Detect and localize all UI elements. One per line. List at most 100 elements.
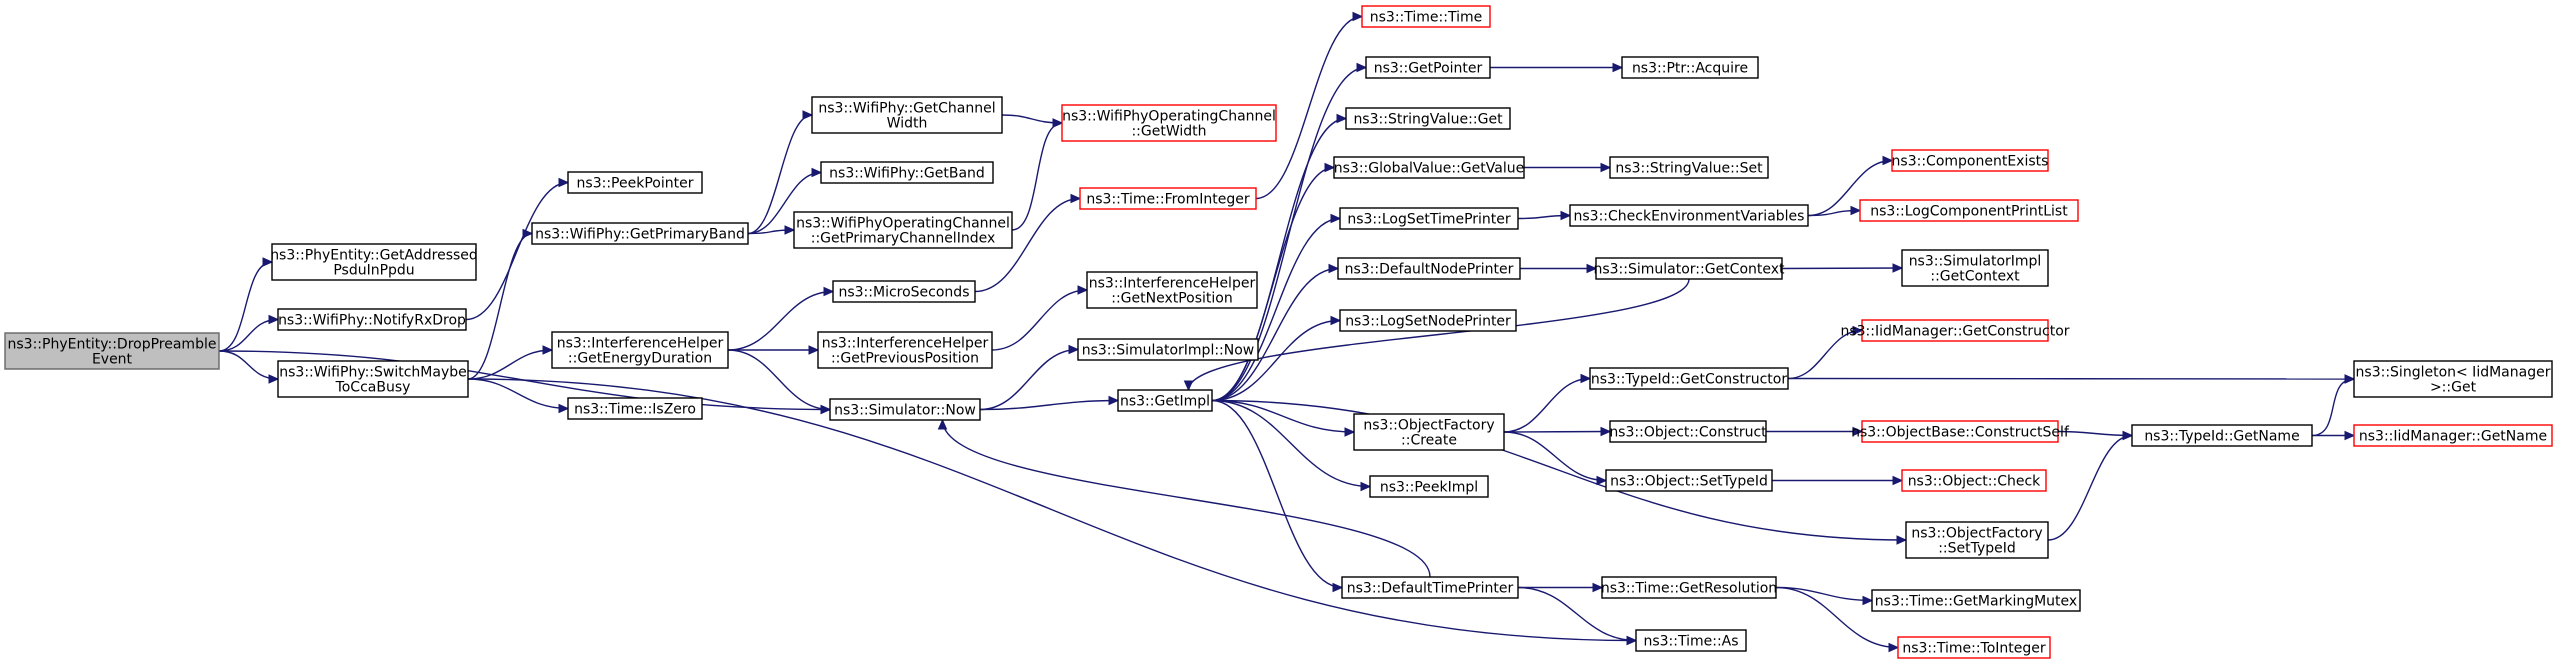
node-label: ns3::Simulator::Now [834, 403, 976, 419]
node-construct[interactable]: ns3::Object::Construct [1609, 420, 1767, 443]
node-singleton[interactable]: ns3::Singleton< IidManager>::Get [2353, 360, 2553, 398]
node-checkenv[interactable]: ns3::CheckEnvironmentVariables [1569, 204, 1809, 227]
node-nextpos[interactable]: ns3::InterferenceHelper::GetNextPosition [1086, 271, 1258, 309]
node-iszero[interactable]: ns3::Time::IsZero [567, 397, 703, 420]
node-getptr[interactable]: ns3::GetPointer [1365, 56, 1491, 79]
node-acquire[interactable]: ns3::Ptr::Acquire [1621, 56, 1759, 79]
node-label: ns3::PeekImpl [1380, 480, 1478, 496]
node-box [832, 280, 976, 303]
node-iidname[interactable]: ns3::IidManager::GetName [2353, 424, 2553, 447]
edge-getimpl-peekimpl [1211, 399, 1372, 492]
edge-layer [218, 11, 2356, 653]
edge-ofsettype-tidname [2047, 430, 2134, 541]
edge-checkenv-logcomp [1807, 205, 1862, 217]
node-label: ns3::DefaultTimePrinter [1347, 581, 1514, 597]
node-micro[interactable]: ns3::MicroSeconds [832, 280, 976, 303]
edge-line [467, 232, 533, 380]
node-objcheck[interactable]: ns3::Object::Check [1901, 469, 2047, 492]
arrowhead [1108, 395, 1120, 406]
edge-fromint-timetime [1255, 11, 1364, 200]
edge-line [1807, 159, 1893, 217]
node-box [1609, 156, 1769, 179]
node-getband[interactable]: ns3::WifiPhy::GetBand [820, 161, 994, 184]
arrowhead [2122, 430, 2134, 441]
node-box [531, 222, 749, 245]
node-simnow[interactable]: ns3::Simulator::Now [829, 398, 981, 421]
node-fromint[interactable]: ns3::Time::FromInteger [1079, 187, 1257, 210]
node-box [1077, 338, 1259, 361]
edge-getctx-getimpl [1183, 278, 1690, 392]
node-gvget[interactable]: ns3::GlobalValue::GetValue [1333, 156, 1525, 179]
arrowhead [268, 314, 280, 325]
node-logtime[interactable]: ns3::LogSetTimePrinter [1339, 207, 1519, 230]
node-peekptr[interactable]: ns3::PeekPointer [567, 171, 703, 194]
node-implctx[interactable]: ns3::SimulatorImpl::GetContext [1901, 249, 2049, 287]
node-notify[interactable]: ns3::WifiPhy::NotifyRxDrop [277, 308, 467, 331]
node-label: ::GetWidth [1131, 124, 1206, 140]
arrowhead [1068, 344, 1080, 355]
node-getres[interactable]: ns3::Time::GetResolution [1601, 576, 1777, 599]
edge-tidname-iidname [2311, 430, 2356, 441]
node-defnode[interactable]: ns3::DefaultNodePrinter [1337, 257, 1521, 280]
node-timetime[interactable]: ns3::Time::Time [1361, 5, 1491, 28]
edge-tidname-singleton [2311, 374, 2356, 437]
node-constself[interactable]: ns3::ObjectBase::ConstructSelf [1851, 420, 2070, 443]
node-box [567, 171, 703, 194]
node-tidname[interactable]: ns3::TypeId::GetName [2131, 424, 2313, 447]
edge-root-getaddr [218, 257, 274, 352]
node-label: ns3::GetPointer [1374, 61, 1483, 77]
node-compexists[interactable]: ns3::ComponentExists [1891, 149, 2049, 172]
node-lognode[interactable]: ns3::LogSetNodePrinter [1339, 309, 1517, 332]
edge-line [979, 348, 1079, 411]
node-label: ::GetEnergyDuration [568, 351, 712, 367]
node-strget[interactable]: ns3::StringValue::Get [1345, 107, 1511, 130]
node-logcomp[interactable]: ns3::LogComponentPrintList [1859, 199, 2079, 222]
node-label: ::GetNextPosition [1111, 291, 1233, 307]
node-label: ns3::ObjectFactory [1363, 418, 1494, 434]
edge-line [218, 318, 279, 352]
node-label: ns3::Time::As [1643, 634, 1738, 650]
node-label: ns3::WifiPhyOperatingChannel [1062, 109, 1276, 125]
node-primband[interactable]: ns3::WifiPhy::GetPrimaryBand [531, 222, 749, 245]
node-ofcreate[interactable]: ns3::ObjectFactory::Create [1353, 413, 1505, 451]
node-getctor[interactable]: ns3::TypeId::GetConstructor [1589, 367, 1789, 390]
edge-defnode-getctx [1520, 263, 1598, 274]
node-primidx[interactable]: ns3::WifiPhyOperatingChannel::GetPrimary… [793, 211, 1013, 249]
arrowhead [823, 286, 835, 297]
node-getmutex[interactable]: ns3::Time::GetMarkingMutex [1871, 589, 2081, 612]
node-label: ns3::Time::IsZero [574, 402, 696, 418]
node-getimpl[interactable]: ns3::GetImpl [1117, 389, 1213, 412]
node-iidctor[interactable]: ns3::IidManager::GetConstructor [1840, 319, 2070, 342]
edge-logtime-checkenv [1517, 210, 1572, 221]
node-ofsettype[interactable]: ns3::ObjectFactory::SetTypeId [1905, 521, 2049, 559]
node-getctx[interactable]: ns3::Simulator::GetContext [1593, 257, 1785, 280]
edge-line [1211, 399, 1907, 541]
edge-energy-prevpos [728, 345, 820, 355]
edge-line [1211, 267, 1339, 402]
edge-line [2057, 430, 2133, 437]
node-settypeid[interactable]: ns3::Object::SetTypeId [1605, 469, 1773, 492]
node-label: PsduInPpdu [333, 263, 414, 279]
node-opwidth[interactable]: ns3::WifiPhyOperatingChannel::GetWidth [1061, 104, 1277, 142]
node-peekimpl[interactable]: ns3::PeekImpl [1369, 475, 1489, 498]
node-implnow[interactable]: ns3::SimulatorImpl::Now [1077, 338, 1259, 361]
node-box [1341, 576, 1519, 599]
node-box [1339, 309, 1517, 332]
node-strset[interactable]: ns3::StringValue::Set [1609, 156, 1769, 179]
node-prevpos[interactable]: ns3::InterferenceHelper::GetPreviousPosi… [817, 331, 993, 369]
node-energy[interactable]: ns3::InterferenceHelper::GetEnergyDurati… [551, 331, 729, 369]
node-timeas[interactable]: ns3::Time::As [1635, 629, 1747, 652]
node-box [829, 398, 981, 421]
node-toint[interactable]: ns3::Time::ToInteger [1897, 636, 2051, 659]
edge-getimpl-deftime [1211, 399, 1344, 593]
node-label: ns3::Time::FromInteger [1086, 192, 1249, 208]
node-box [817, 331, 993, 369]
node-deftime[interactable]: ns3::DefaultTimePrinter [1341, 576, 1519, 599]
arrowhead [1862, 595, 1874, 606]
node-box [1365, 56, 1491, 79]
node-label: ns3::IidManager::GetName [2359, 429, 2547, 445]
